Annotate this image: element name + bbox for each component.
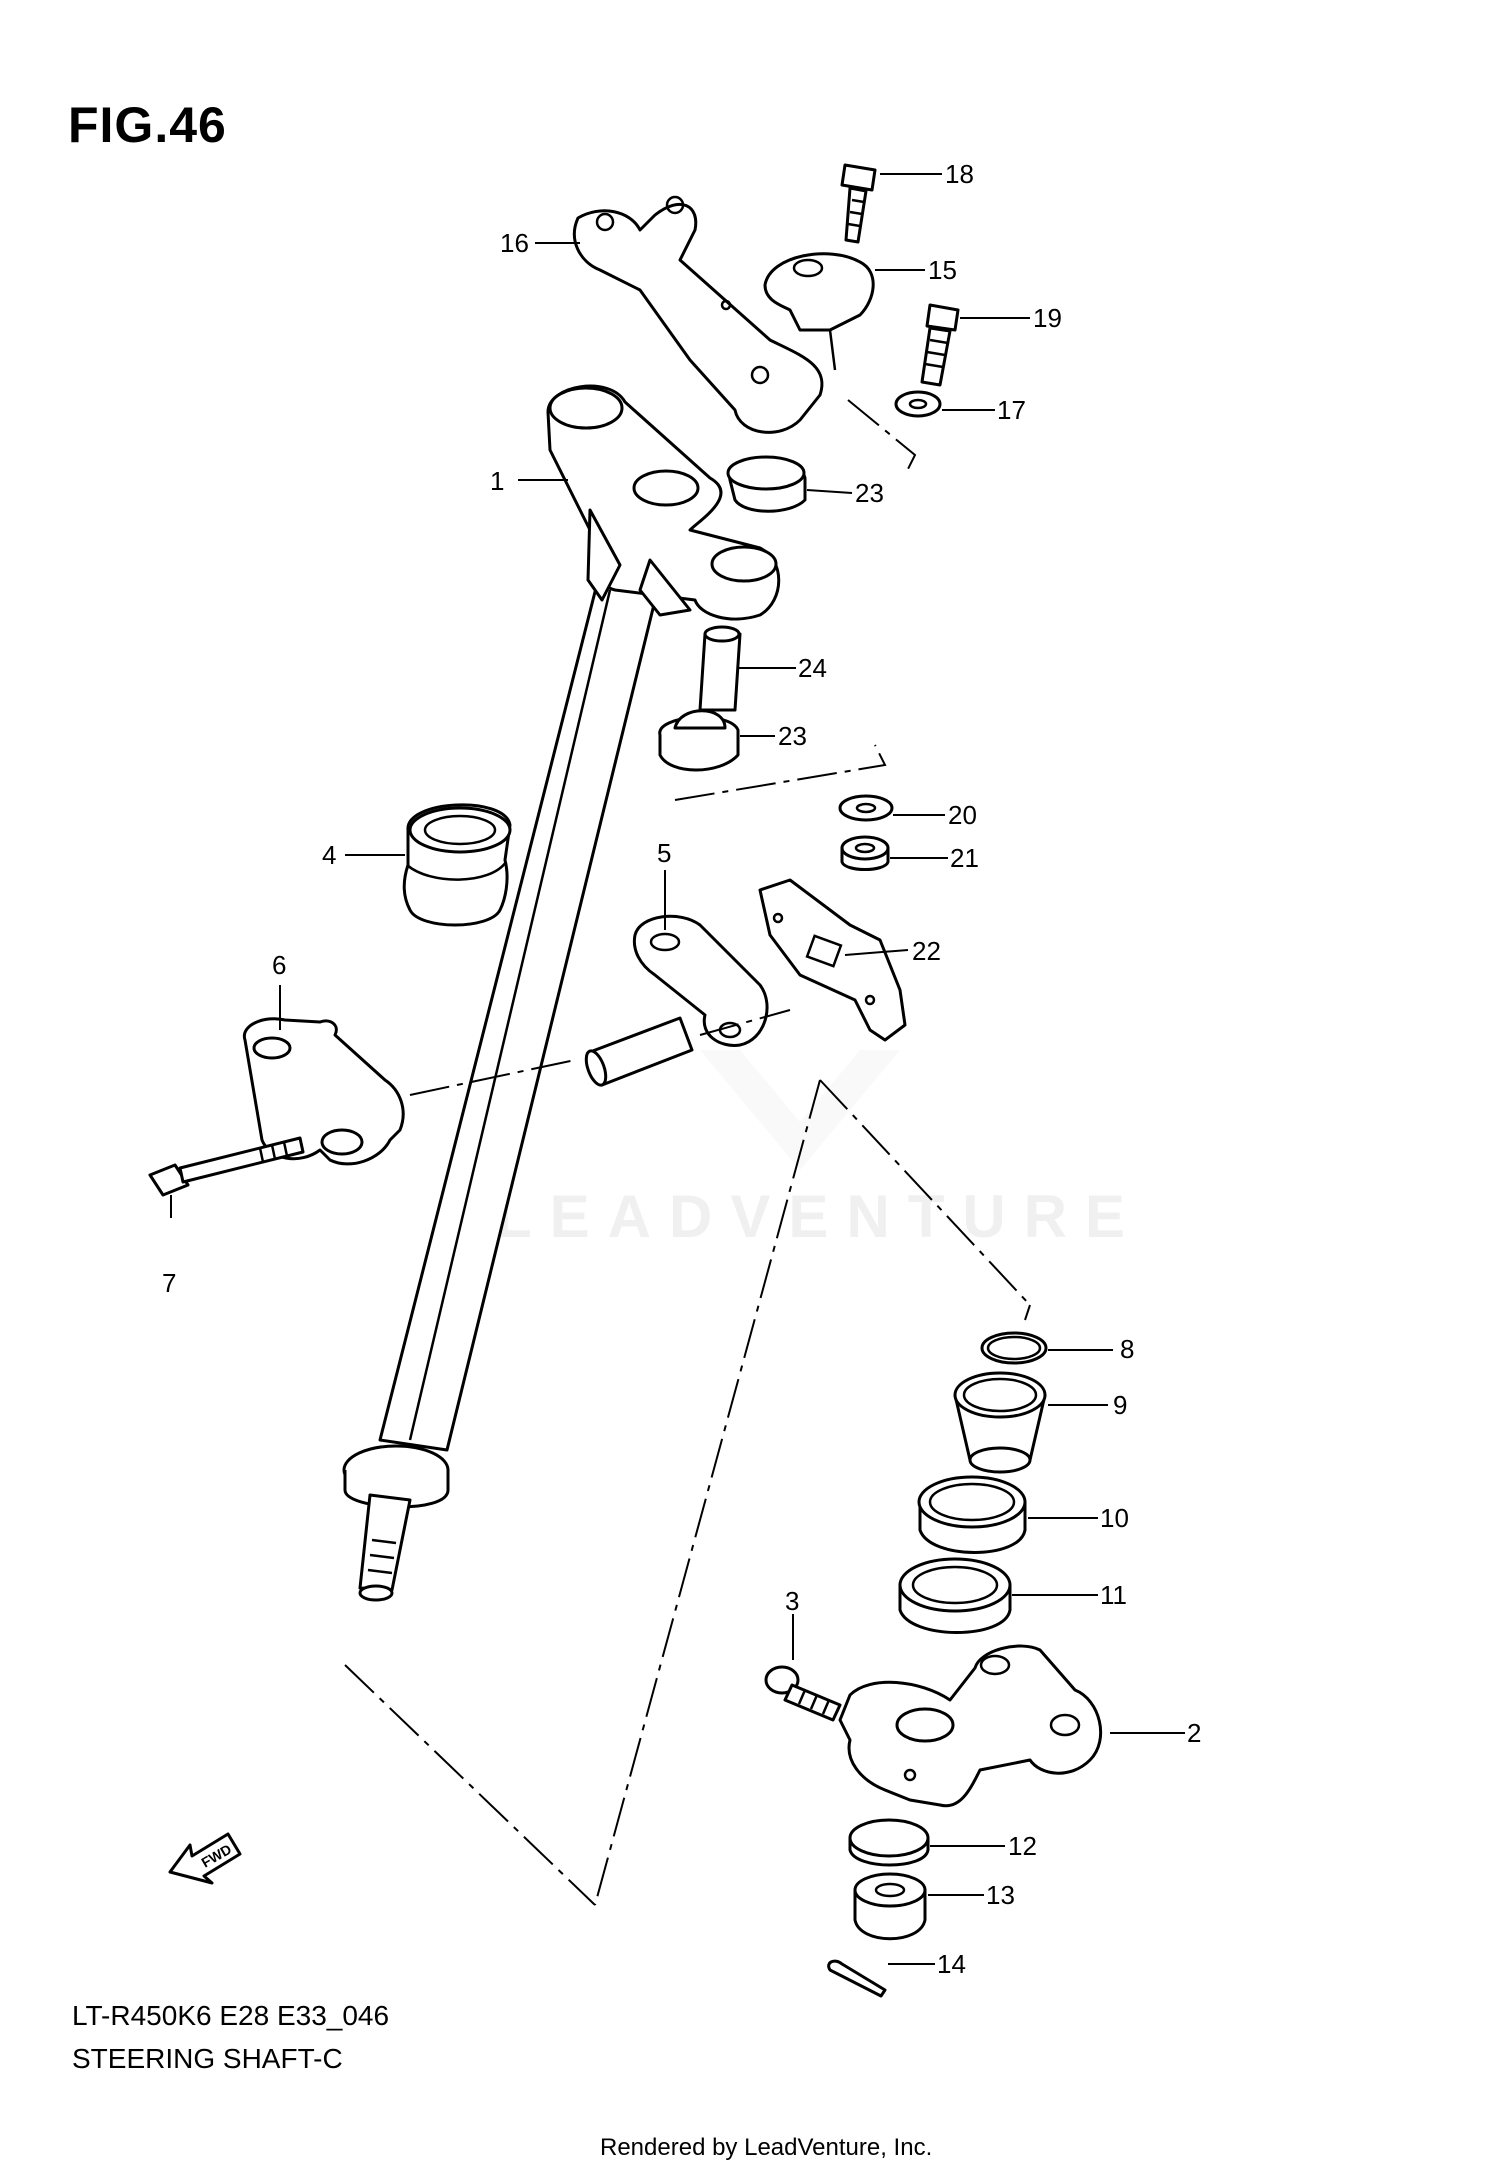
washer-part-17[interactable] <box>894 390 942 418</box>
callout-8: 8 <box>1120 1334 1134 1364</box>
callout-21: 21 <box>950 843 979 873</box>
screw-part-3[interactable] <box>764 1665 842 1722</box>
bushing-part-23-upper[interactable] <box>726 455 807 513</box>
washer-part-12[interactable] <box>848 1818 930 1867</box>
callout-17: 17 <box>997 395 1026 425</box>
model-code: LT-R450K6 E28 E33_046 <box>72 2000 390 2031</box>
clamp-cap-part-15[interactable] <box>763 252 875 371</box>
callout-15: 15 <box>928 255 957 285</box>
callout-14: 14 <box>937 1949 966 1979</box>
callout-labels: 1 2 3 4 5 6 7 8 9 10 11 12 13 14 15 16 1… <box>162 159 1201 1979</box>
steering-shaft-part-1[interactable] <box>342 384 781 1602</box>
collar-part-24[interactable] <box>698 625 742 712</box>
o-ring-part-8[interactable] <box>980 1331 1048 1365</box>
bolt-part-19[interactable] <box>920 303 960 387</box>
figure-title: FIG.46 <box>68 97 227 153</box>
bushing-part-23-lower[interactable] <box>658 709 740 772</box>
bushing-part-9[interactable] <box>953 1371 1047 1474</box>
bolt-part-7[interactable] <box>148 1136 305 1197</box>
callout-13: 13 <box>986 1880 1015 1910</box>
callout-23-upper: 23 <box>855 478 884 508</box>
upper-bracket-part-16[interactable] <box>572 195 824 434</box>
callout-10: 10 <box>1100 1503 1129 1533</box>
cotter-pin-part-14[interactable] <box>827 1959 887 1998</box>
lower-clamp-part-6[interactable] <box>242 1017 405 1166</box>
castle-nut-part-13[interactable] <box>853 1872 927 1941</box>
callout-4: 4 <box>322 840 336 870</box>
holder-part-5[interactable] <box>632 914 769 1047</box>
rendered-by-credit: Rendered by LeadVenture, Inc. <box>600 2134 933 2161</box>
diagram-name: STEERING SHAFT-C <box>72 2043 343 2074</box>
leadventure-logo-watermark <box>700 1050 900 1170</box>
callout-6: 6 <box>272 950 286 980</box>
bearing-part-11[interactable] <box>898 1557 1012 1634</box>
oil-seal-part-10[interactable] <box>917 1475 1027 1554</box>
callout-11: 11 <box>1100 1580 1127 1610</box>
washer-part-20[interactable] <box>838 794 894 822</box>
callout-22: 22 <box>912 936 941 966</box>
callout-1: 1 <box>490 466 504 496</box>
callout-9: 9 <box>1113 1390 1127 1420</box>
bolt-part-18[interactable] <box>840 163 877 244</box>
watermark-text: LEADVENTURE <box>495 1183 1144 1250</box>
callout-2: 2 <box>1187 1718 1201 1748</box>
assembly-guide-lines <box>344 399 1031 1906</box>
callout-23-lower: 23 <box>778 721 807 751</box>
nut-part-21[interactable] <box>840 835 890 871</box>
forward-direction-icon: FWD <box>168 1832 242 1885</box>
bracket-plate-part-22[interactable] <box>758 878 907 1042</box>
callout-20: 20 <box>948 800 977 830</box>
callout-12: 12 <box>1008 1831 1037 1861</box>
callout-5: 5 <box>657 838 671 868</box>
callout-24: 24 <box>798 653 827 683</box>
callout-18: 18 <box>945 159 974 189</box>
boot-part-4[interactable] <box>402 803 512 927</box>
callout-19: 19 <box>1033 303 1062 333</box>
leader-lines <box>170 173 1185 1965</box>
steering-arm-part-2[interactable] <box>838 1644 1103 1808</box>
callout-16: 16 <box>500 228 529 258</box>
callout-7: 7 <box>162 1268 176 1298</box>
spacer-collar[interactable] <box>582 1016 694 1088</box>
callout-3: 3 <box>785 1586 799 1616</box>
